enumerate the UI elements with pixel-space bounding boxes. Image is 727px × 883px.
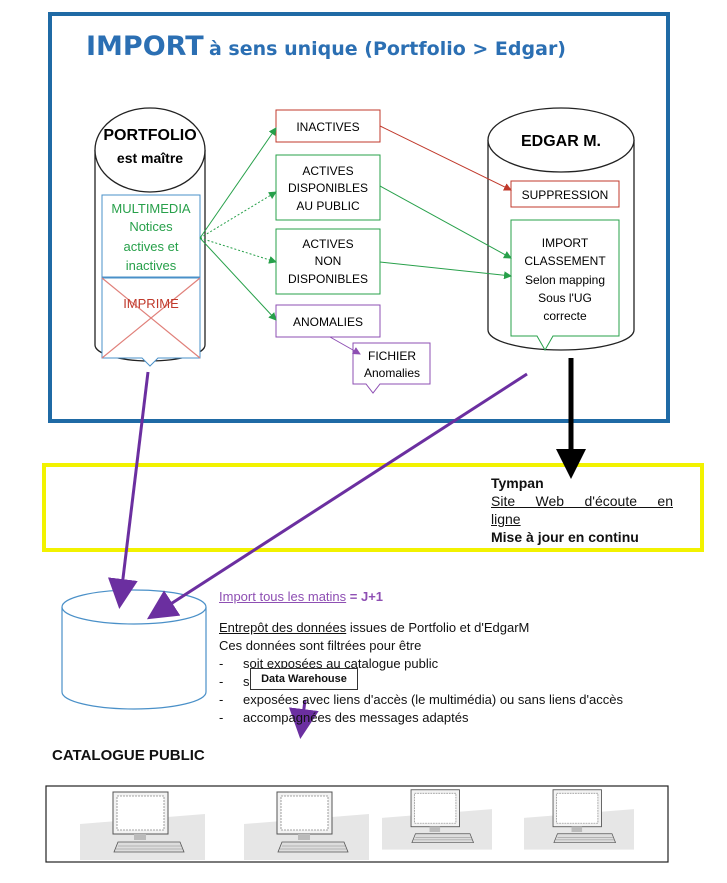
imprime-cross xyxy=(101,277,201,359)
data-warehouse-label: Data Warehouse xyxy=(250,668,358,690)
tympan-text: Tympan Site Web d'écoute en ligne Mise à… xyxy=(491,474,673,546)
multimedia-line: inactives xyxy=(126,258,177,273)
title-import: IMPORT xyxy=(86,31,204,62)
warehouse-entrepot-line: Entrepôt des données issues de Portfolio… xyxy=(219,619,529,637)
suppression-label: SUPPRESSION xyxy=(522,188,609,202)
portfolio-subtitle: est maître xyxy=(117,150,183,166)
import-line: CLASSEMENT xyxy=(524,254,606,268)
title-rest: à sens unique (Portfolio > Edgar) xyxy=(209,38,566,60)
arrow-portfolio-warehouse xyxy=(107,371,150,609)
actives-non-line: NON xyxy=(315,254,342,268)
bullet-text: accompagnées des messages adaptés xyxy=(243,710,469,725)
connector-multimedia-dispo xyxy=(199,191,277,239)
warehouse-import-line: Import tous les matins = J+1 xyxy=(219,588,383,606)
actives-dispo-line: DISPONIBLES xyxy=(288,181,368,195)
imprime-box xyxy=(101,277,201,367)
portfolio-title: PORTFOLIO xyxy=(103,127,196,144)
anomalies-box xyxy=(275,304,381,338)
connector-inactives-suppression xyxy=(379,125,512,191)
connector-multimedia-inactives xyxy=(199,127,277,239)
bullet-text: soit exposées au catalogue public xyxy=(243,656,439,671)
connector-dispo-import xyxy=(379,185,512,259)
actives-dispo-box xyxy=(275,154,381,221)
suppression-box xyxy=(510,180,620,208)
entrepot-rest: issues de Portfolio et d'EdgarM xyxy=(349,620,530,635)
warehouse-filtered: Ces données sont filtrées pour être xyxy=(219,638,422,653)
fichier-box xyxy=(352,342,431,394)
import-line: correcte xyxy=(543,309,587,323)
bullet-dash: - xyxy=(219,674,224,689)
entrepot-label: Entrepôt des données xyxy=(219,620,347,635)
computer-icon xyxy=(244,791,369,860)
imprime-label: IMPRIME xyxy=(123,296,179,311)
actives-non-line: ACTIVES xyxy=(302,237,353,251)
multimedia-line: actives et xyxy=(124,239,179,254)
tympan-desc-line2: ligne xyxy=(491,511,521,527)
tympan-update: Mise à jour en continu xyxy=(491,529,639,545)
connector-anomalies-fichier xyxy=(329,336,361,355)
actives-non-box xyxy=(275,228,381,295)
import-line: Sous l'UG xyxy=(538,291,592,305)
bullet-dash: - xyxy=(219,656,224,671)
import-line: IMPORT xyxy=(542,236,589,250)
actives-non-line: DISPONIBLES xyxy=(288,272,368,286)
arrow-edgar-warehouse xyxy=(146,372,528,620)
multimedia-line: MULTIMEDIA xyxy=(111,201,191,216)
bullet-text: exposées avec liens d'accès (le multiméd… xyxy=(243,692,623,707)
computer-icon xyxy=(80,791,205,860)
tympan-desc-line1: Site Web d'écoute en xyxy=(491,493,673,509)
fichier-line: Anomalies xyxy=(364,366,420,380)
actives-dispo-line: ACTIVES xyxy=(302,164,353,178)
computer-icon xyxy=(524,789,634,850)
j-plus-one: = J+1 xyxy=(349,589,384,604)
actives-dispo-line: AU PUBLIC xyxy=(296,199,360,213)
import-classement-box xyxy=(510,219,620,352)
computer-icon xyxy=(382,789,492,850)
catalogue-title: CATALOGUE PUBLIC xyxy=(52,747,205,764)
bullet-dash: - xyxy=(219,710,224,725)
arrow-warehouse-catalogue xyxy=(288,699,319,739)
multimedia-box xyxy=(101,194,201,278)
fichier-line: FICHIER xyxy=(368,349,416,363)
tympan-band xyxy=(42,463,704,552)
inactives-label: INACTIVES xyxy=(296,120,359,134)
import-daily: Import tous les matins xyxy=(219,589,347,604)
anomalies-label: ANOMALIES xyxy=(293,315,363,329)
bullet-dash: - xyxy=(219,692,224,707)
tympan-title: Tympan xyxy=(491,475,544,491)
import-line: Selon mapping xyxy=(525,273,605,287)
connector-multimedia-anomalies xyxy=(199,237,277,321)
edgar-title: EDGAR M. xyxy=(521,133,601,150)
connector-multimedia-non xyxy=(199,237,277,264)
warehouse-cylinder xyxy=(61,589,207,710)
multimedia-line: Notices xyxy=(129,219,173,234)
connector-non-import xyxy=(379,261,512,280)
